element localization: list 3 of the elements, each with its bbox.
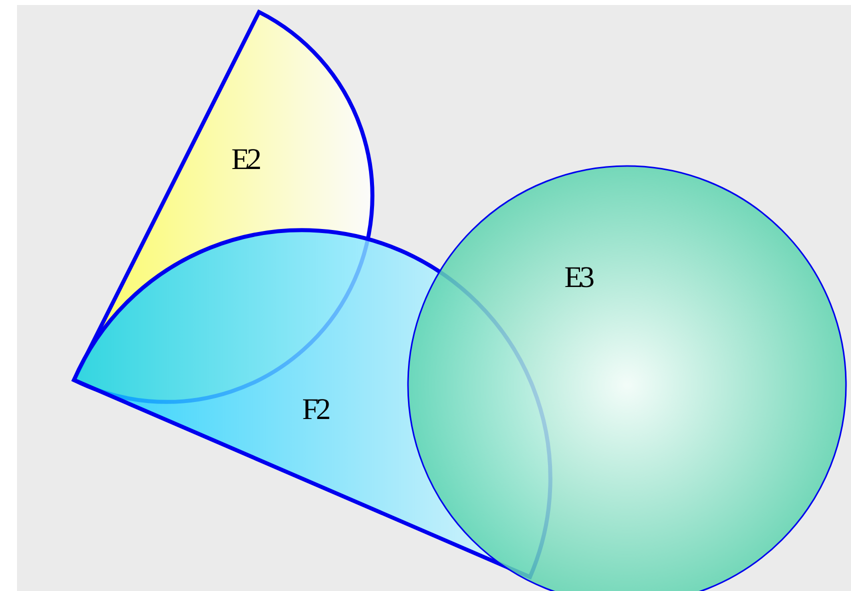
region-label: E2	[231, 143, 259, 177]
region-label: F2	[302, 393, 328, 427]
region-label: E3	[564, 261, 592, 295]
